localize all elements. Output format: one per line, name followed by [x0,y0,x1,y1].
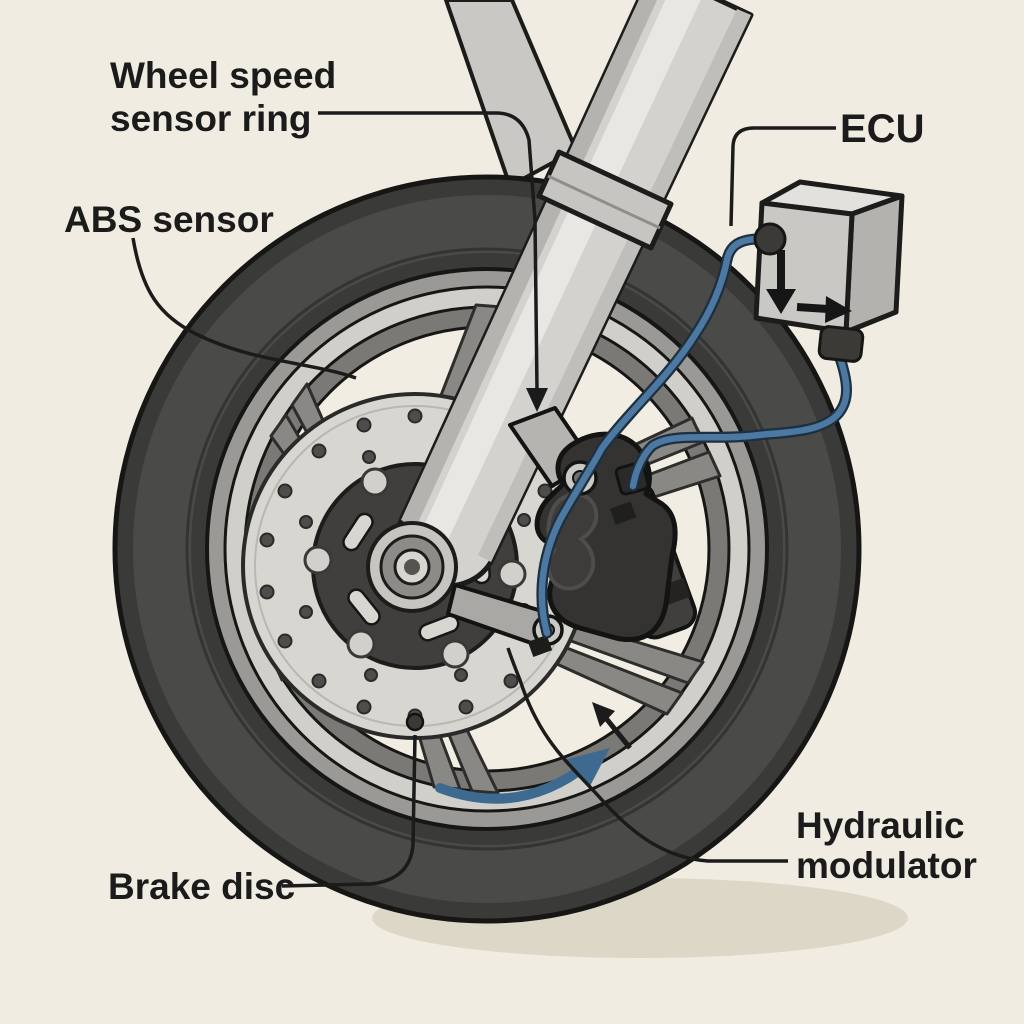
wiring [536,233,852,639]
fork-shade-left [401,0,658,527]
sensor-ring-slot [347,588,381,626]
rotation-arrow-shaft [435,759,593,804]
ecu-bottom-connector [817,325,865,363]
abs-sensor-unit [527,635,553,657]
tire-sidewall-highlight [133,195,841,903]
ecu-down-arrow-icon [766,289,796,314]
disc-hole [277,483,293,499]
disc-hole [311,443,327,459]
disc-hole [356,699,372,715]
disc-button [440,639,470,669]
disc-hole [517,513,531,527]
fork-collar [536,149,674,251]
ecu-right-arrow-shaft [796,303,829,313]
disc-hole [454,668,468,682]
label-ecu: ECU [840,107,924,151]
ecu-box [753,179,905,363]
leader-wheel-speed-sensor-ring [318,111,539,391]
disc-hole [259,532,275,548]
disc-hole [311,673,327,689]
brake-disc-leader-dot [405,712,425,732]
flow-arrow-shaft [603,715,632,750]
disc-hole [259,584,275,600]
disc-hole [364,668,378,682]
ecu-wire-port [753,222,787,256]
sensor-ring-slot [342,512,374,552]
disc-hole [537,483,553,499]
leader-lines [131,111,836,888]
caliper-bleed-nub [609,501,637,525]
tire-sidewall-line [185,247,789,851]
disc-hole [299,605,313,619]
disc-button [303,545,333,575]
sensor-ring-slot [418,614,460,642]
disc-button [360,467,390,497]
disc-hole [362,450,376,464]
leader-brake-disc [281,734,417,888]
ecu-right-arrow-icon [825,296,852,323]
caliper-flow-arrow-icon [592,702,632,750]
fork-collar-line [547,174,661,230]
axle-center [404,559,420,575]
leader-abs-sensor [131,237,357,380]
fork-highlight [422,0,701,542]
brake-hose [629,354,850,490]
disc-button [346,629,376,659]
disc-hole [458,699,474,715]
wheel-rotation-arrow-icon [435,748,610,804]
disc-hole [503,673,519,689]
axle-hub [366,521,458,613]
leader-ecu [729,126,836,227]
disc-drill-holes-inner [299,450,531,682]
abs-sensor-wire [538,235,772,637]
brake-caliper [527,431,698,657]
disc-hole [299,515,313,529]
leader-down-arrow-icon [526,388,548,412]
leader-hydraulic-modulator [506,647,788,863]
rotation-arrow-head [564,748,610,786]
flow-arrow-head [592,702,615,727]
disc-hole [407,408,423,424]
label-abs-sensor: ABS sensor [64,199,274,240]
disc-hole [277,633,293,649]
disc-hole [356,417,372,433]
label-brake-disc: Brake disc [108,866,295,907]
disc-button [497,559,527,589]
ecu-side-face [843,193,905,335]
